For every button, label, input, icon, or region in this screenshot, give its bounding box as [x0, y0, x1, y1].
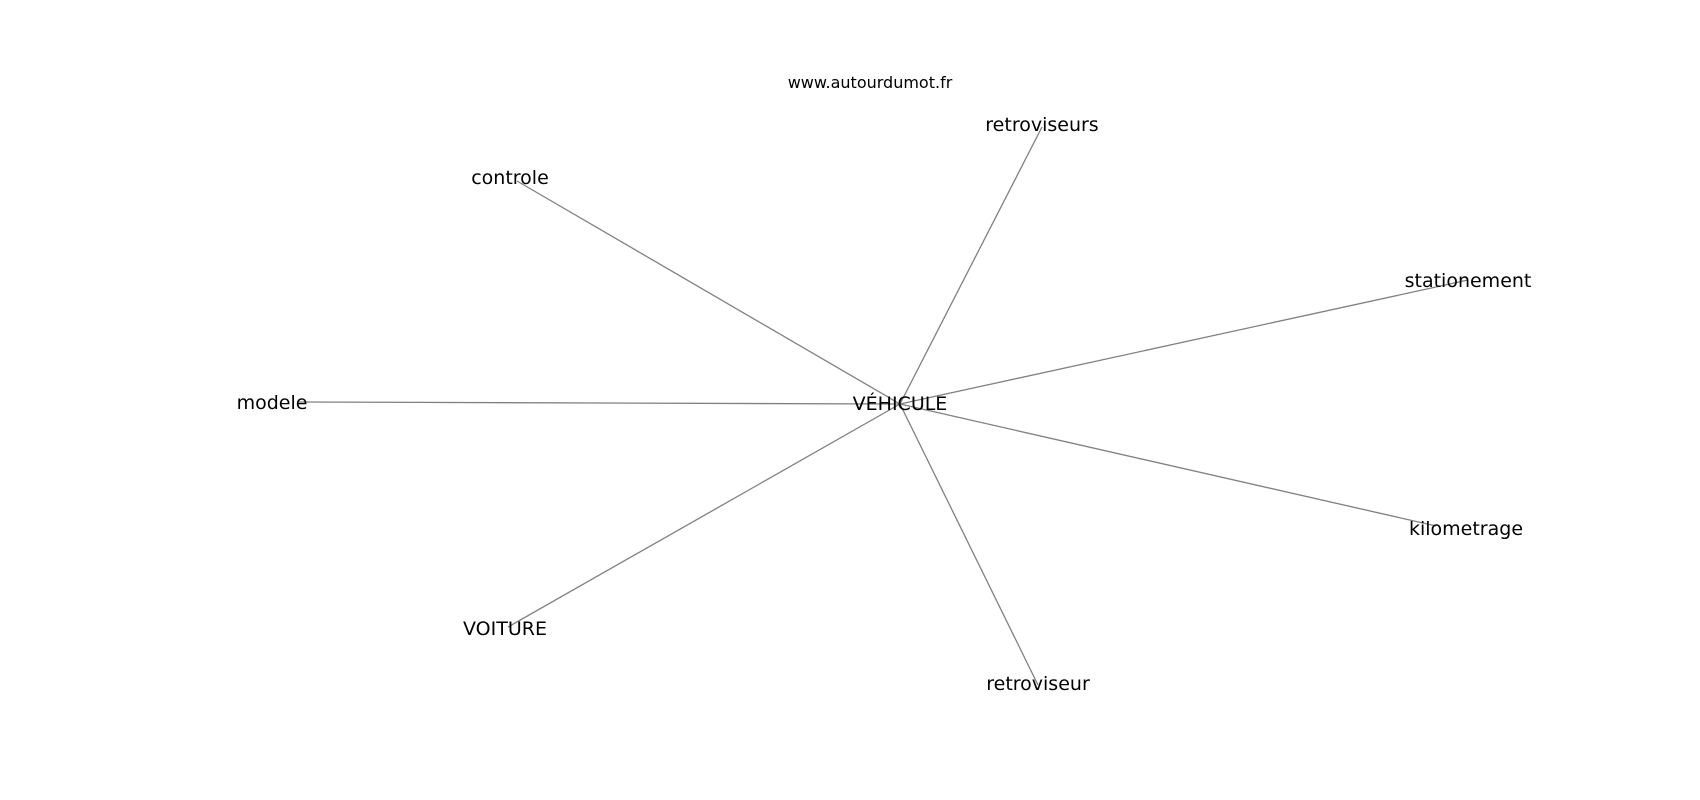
edge-retroviseurs: [899, 126, 1043, 405]
center-node-label[interactable]: VÉHICULE: [853, 392, 948, 415]
node-label-voiture[interactable]: VOITURE: [463, 618, 547, 640]
node-label-modele[interactable]: modele: [237, 392, 308, 414]
node-label-retroviseurs[interactable]: retroviseurs: [985, 114, 1098, 136]
edge-retroviseur: [899, 403, 1039, 686]
site-url[interactable]: www.autourdumot.fr: [788, 73, 953, 92]
edges-layer: [298, 126, 1469, 686]
edge-kilometrage: [899, 403, 1437, 527]
edge-voiture: [507, 403, 901, 628]
node-label-retroviseur[interactable]: retroviseur: [986, 673, 1090, 695]
edge-modele: [298, 401, 901, 405]
labels-layer: www.autourdumot.fr VÉHICULE retroviseurs…: [237, 73, 1532, 695]
node-label-kilometrage[interactable]: kilometrage: [1409, 518, 1523, 540]
edge-stationement: [899, 279, 1469, 405]
edge-controle: [516, 180, 901, 405]
node-label-controle[interactable]: controle: [471, 167, 549, 189]
node-label-stationement[interactable]: stationement: [1405, 270, 1532, 292]
